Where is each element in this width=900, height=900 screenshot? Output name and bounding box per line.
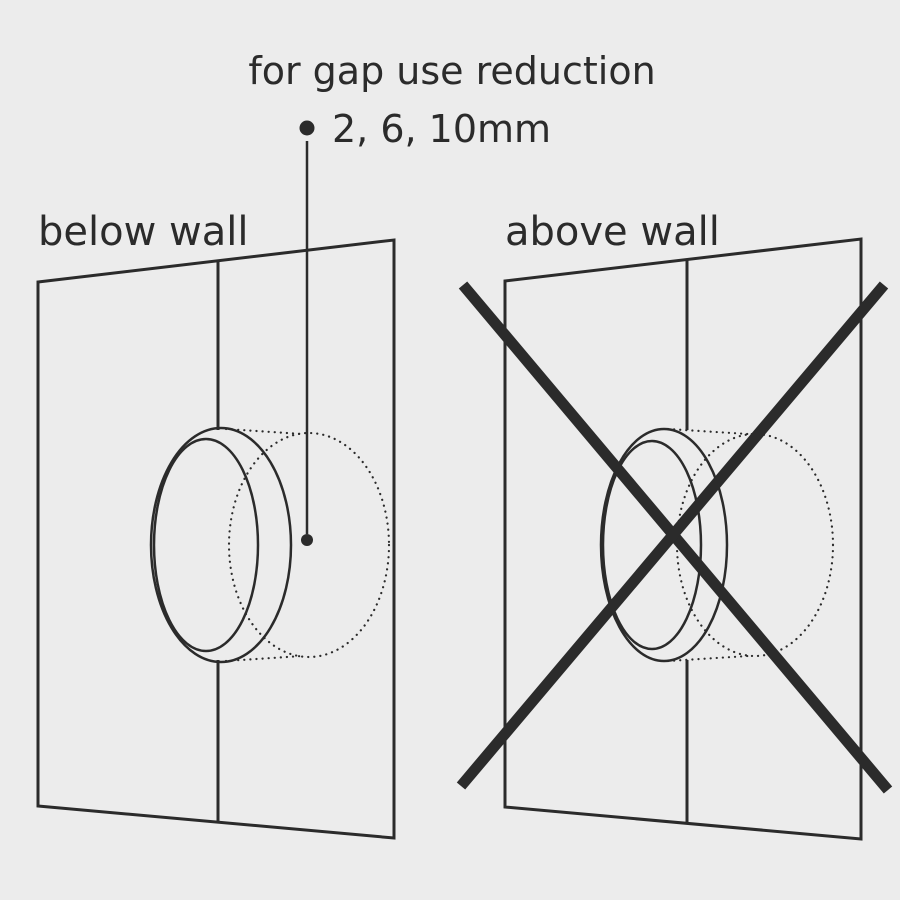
gap-reduction-annotation: for gap use reduction 2, 6, 10mm bbox=[248, 49, 656, 546]
below-wall-label: below wall bbox=[38, 209, 248, 255]
reduction-tangent-bottom bbox=[666, 654, 750, 663]
reduction-tangent-top bbox=[224, 427, 304, 436]
reduction-ring-dotted bbox=[227, 431, 391, 659]
cross-icon bbox=[456, 281, 893, 794]
socket-ring-inner bbox=[152, 437, 260, 653]
reduction-tangent-top bbox=[666, 427, 750, 436]
bullet-dot-icon bbox=[299, 120, 315, 136]
annotation-sizes: 2, 6, 10mm bbox=[332, 107, 551, 151]
annotation-title: for gap use reduction bbox=[248, 49, 655, 93]
pointer-end-dot-icon bbox=[301, 534, 313, 546]
above-wall-label: above wall bbox=[505, 209, 720, 255]
below-wall-panel: below wall bbox=[36, 209, 396, 840]
socket-ring-outer bbox=[149, 426, 293, 664]
above-wall-panel: above wall bbox=[456, 209, 893, 841]
reduction-tangent-bottom bbox=[224, 654, 304, 663]
wall-outline bbox=[36, 238, 396, 840]
wall-outline bbox=[503, 237, 863, 841]
socket-ring-outer bbox=[599, 427, 729, 663]
socket-ring-inner bbox=[601, 439, 703, 651]
